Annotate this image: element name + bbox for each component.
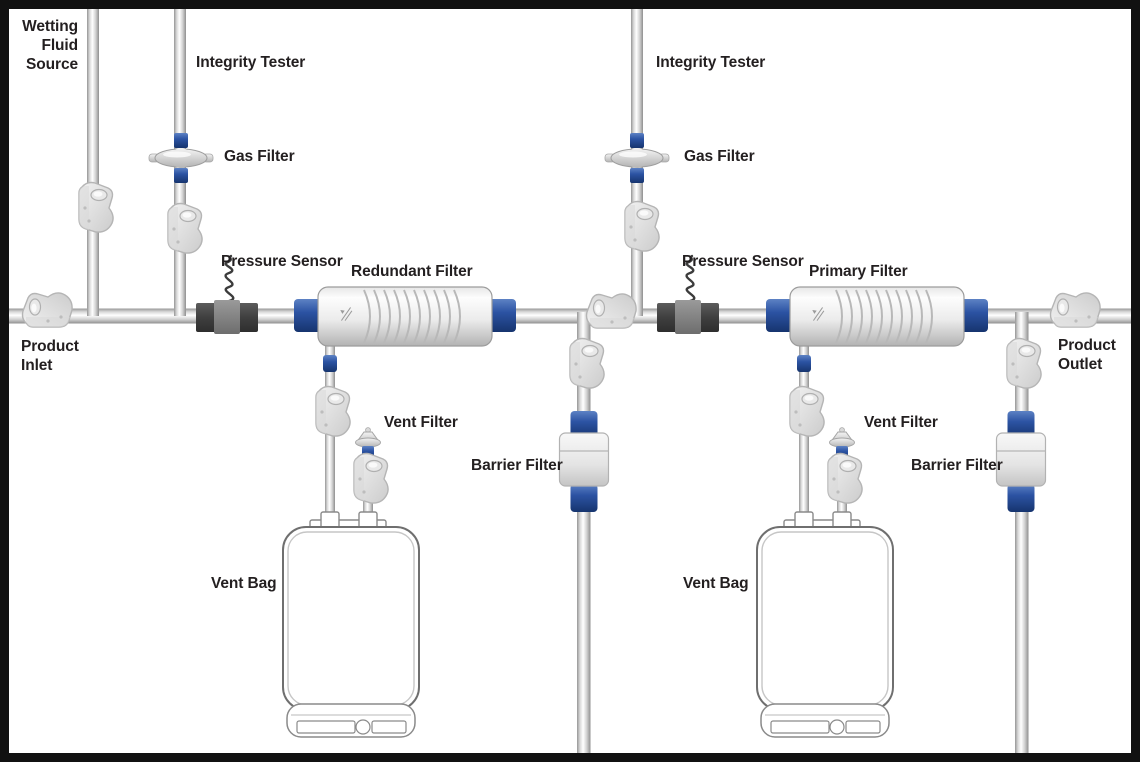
tubing-connector <box>797 355 811 372</box>
label-primary-filter: Primary Filter <box>809 263 908 280</box>
label-vent-bag-right: Vent Bag <box>683 575 749 592</box>
pinch-clamp-barrier-right <box>1006 337 1042 389</box>
pinch-clamp-integrity-left <box>167 202 203 254</box>
pinch-clamp-vent-left <box>353 452 389 504</box>
pinch-clamp-drain-left <box>315 385 351 437</box>
gas-filter-left <box>148 132 214 184</box>
label-product-outlet: Product Outlet <box>1058 337 1116 373</box>
label-barrier-filter-left: Barrier Filter <box>471 457 563 474</box>
pinch-clamp-product-inlet <box>21 292 73 328</box>
wetting-fluid-line <box>87 5 99 316</box>
label-pressure-sensor-right: Pressure Sensor <box>682 253 804 270</box>
pinch-clamp-product-outlet <box>1049 292 1101 328</box>
label-vent-filter-left: Vent Filter <box>384 414 458 431</box>
vent-bag-right <box>756 511 894 738</box>
label-integrity-tester-right: Integrity Tester <box>656 54 766 71</box>
pinch-clamp-barrier-left <box>569 337 605 389</box>
primary-filter-capsule <box>765 286 989 347</box>
redundant-filter-capsule <box>293 286 517 347</box>
pinch-clamp-wetting-line <box>78 181 114 233</box>
label-barrier-filter-right: Barrier Filter <box>911 457 1003 474</box>
label-pressure-sensor-left: Pressure Sensor <box>221 253 343 270</box>
pinch-clamp-vent-right <box>827 452 863 504</box>
label-product-inlet: Product Inlet <box>21 338 79 374</box>
label-wetting-fluid-source: Wetting Fluid Source <box>22 18 78 73</box>
label-vent-bag-left: Vent Bag <box>211 575 277 592</box>
label-integrity-tester-left: Integrity Tester <box>196 54 306 71</box>
label-redundant-filter: Redundant Filter <box>351 263 473 280</box>
pinch-clamp-integrity-right <box>624 200 660 252</box>
label-gas-filter-right: Gas Filter <box>684 148 755 165</box>
barrier-filter-left <box>558 410 610 513</box>
vent-bag-left <box>282 511 420 738</box>
gas-filter-right <box>604 132 670 184</box>
label-gas-filter-left: Gas Filter <box>224 148 295 165</box>
tubing-connector <box>323 355 337 372</box>
pinch-clamp-drain-right <box>789 385 825 437</box>
pinch-clamp-main-line-center <box>585 293 637 329</box>
label-vent-filter-right: Vent Filter <box>864 414 938 431</box>
barrier-filter-right <box>995 410 1047 513</box>
